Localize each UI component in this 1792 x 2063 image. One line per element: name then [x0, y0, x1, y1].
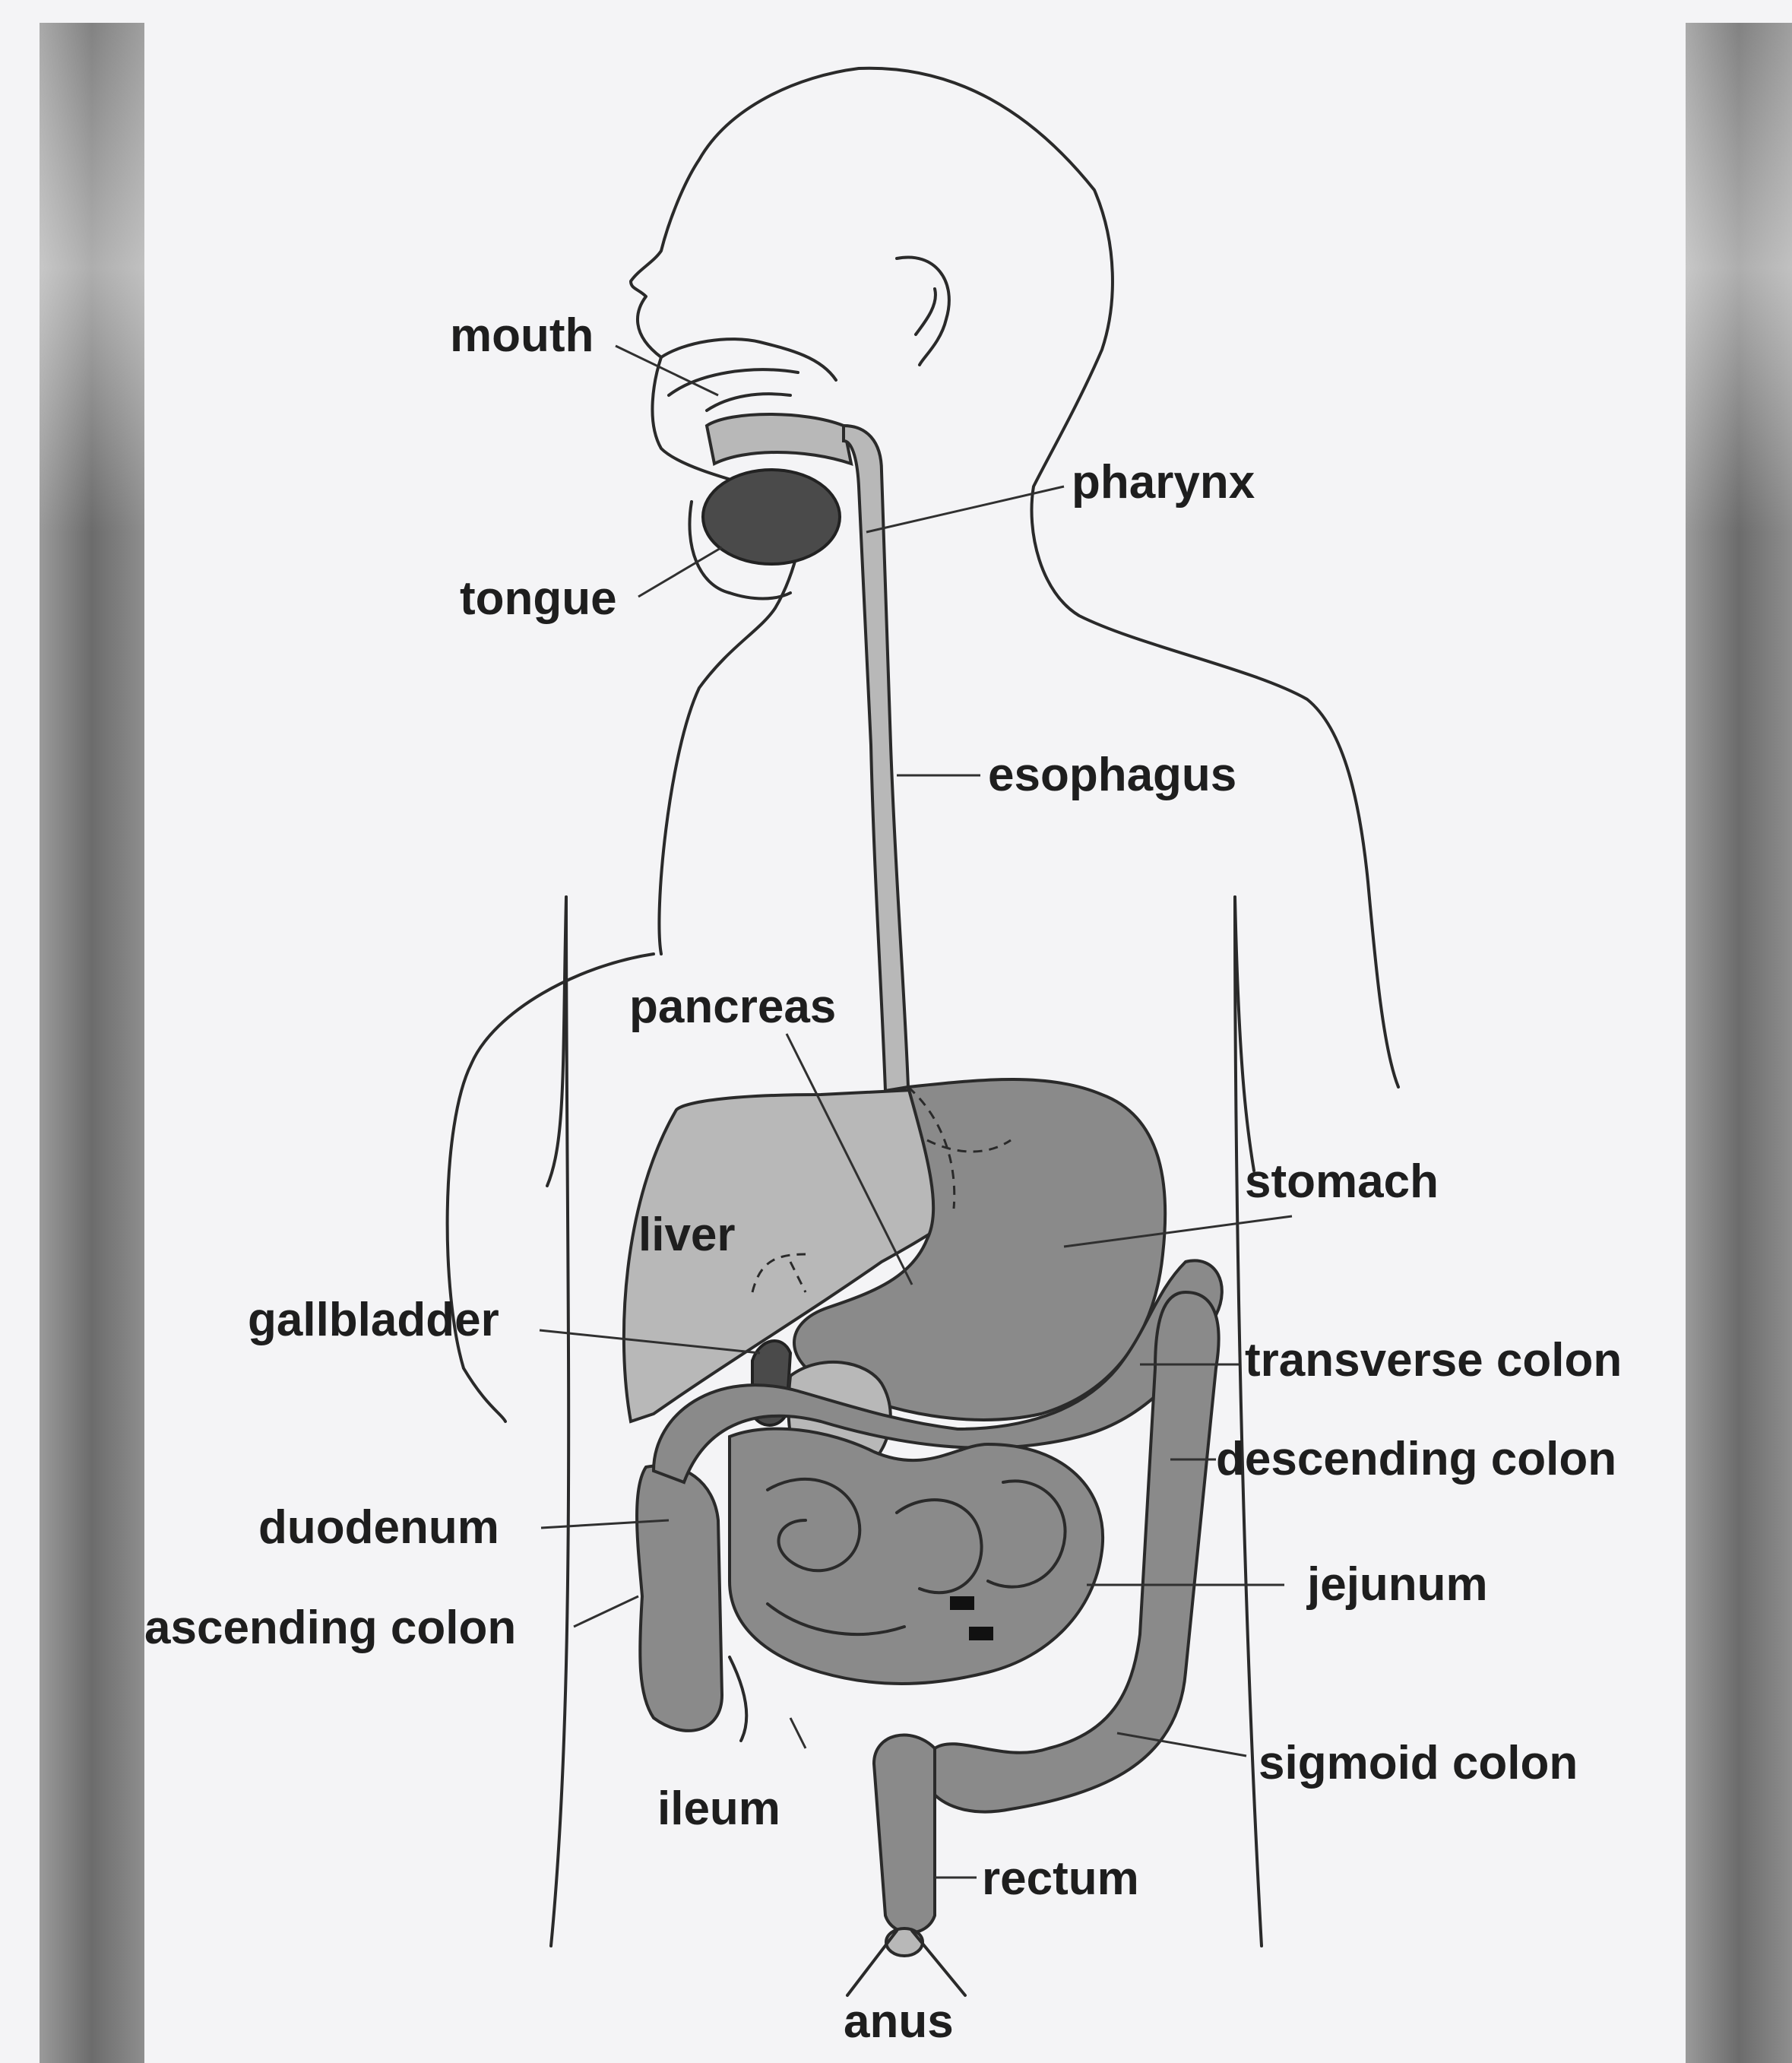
label-jejunum: jejunum — [1306, 1558, 1488, 1611]
label-gallbladder: gallbladder — [248, 1294, 499, 1346]
label-ileum: ileum — [657, 1783, 780, 1835]
ascending-colon-shape — [637, 1466, 722, 1731]
label-rectum: rectum — [982, 1852, 1139, 1905]
label-duodenum: duodenum — [258, 1501, 499, 1554]
label-mouth: mouth — [450, 309, 594, 362]
tongue-shape — [703, 470, 840, 564]
label-tongue: tongue — [460, 572, 617, 625]
right-border-bar — [1686, 23, 1792, 2063]
anus-shape — [847, 1928, 965, 1995]
rectum-shape — [874, 1735, 935, 1933]
label-liver: liver — [638, 1209, 736, 1261]
label-sigmoid-colon: sigmoid colon — [1259, 1737, 1578, 1789]
label-descending-colon: descending colon — [1216, 1433, 1616, 1485]
label-ascending-colon: ascending colon — [144, 1602, 516, 1654]
label-anus: anus — [844, 1995, 954, 2048]
oral-cavity — [661, 339, 851, 598]
label-stomach: stomach — [1245, 1155, 1439, 1208]
label-pancreas: pancreas — [629, 981, 836, 1033]
label-esophagus: esophagus — [988, 749, 1236, 801]
label-transverse-colon: transverse colon — [1245, 1334, 1622, 1386]
label-pharynx: pharynx — [1072, 456, 1255, 509]
left-border-bar — [40, 23, 144, 2063]
small-intestine-shape — [730, 1429, 1103, 1741]
